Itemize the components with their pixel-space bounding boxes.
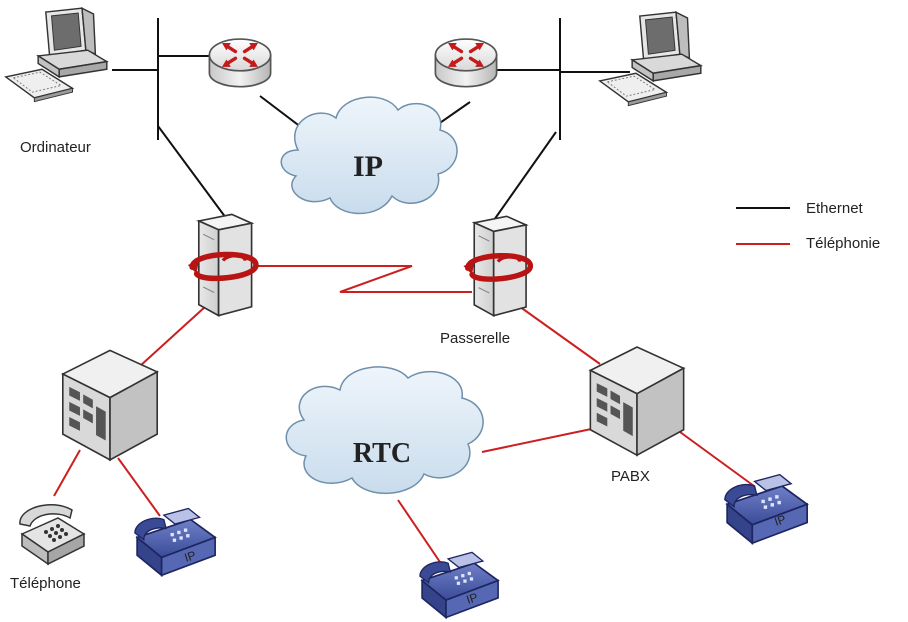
ethernet-link-gateway-left bbox=[157, 125, 227, 219]
telephony-trunk-gateways bbox=[254, 265, 472, 293]
router-icon bbox=[207, 37, 273, 89]
ip-phone: IP bbox=[134, 507, 216, 577]
telephony-link-gateway-right-pabx bbox=[515, 303, 601, 365]
ethernet-link-gateway-right bbox=[493, 131, 557, 221]
gateway-server-icon bbox=[188, 214, 256, 315]
analog-phone-icon bbox=[19, 503, 85, 565]
label-ordinateur: Ordinateur bbox=[20, 139, 91, 156]
telephony-link-pabx-left-ipphone bbox=[117, 457, 161, 517]
ip-phone-icon bbox=[419, 551, 499, 619]
ip-phone: IP bbox=[723, 473, 809, 545]
gateway-server-icon bbox=[463, 216, 530, 315]
computer-icon bbox=[4, 7, 108, 103]
telephony-links bbox=[53, 265, 755, 569]
cloud-icon bbox=[285, 366, 484, 495]
ethernet-links bbox=[112, 18, 630, 221]
legend-ethernet-label: Ethernet bbox=[806, 200, 864, 217]
ip-phone: IP bbox=[419, 551, 499, 619]
legend-telephonie-label: Téléphonie bbox=[806, 235, 880, 252]
cloud-icon bbox=[280, 96, 458, 215]
telephony-link-rtc-pabx bbox=[481, 427, 597, 453]
ip-phone-label: IP bbox=[773, 512, 788, 529]
ip-phone-icon bbox=[723, 473, 809, 545]
label-pabx: PABX bbox=[611, 468, 650, 485]
ip-cloud-label: IP bbox=[353, 150, 383, 183]
computer-icon bbox=[598, 11, 702, 107]
ip-phone-label: IP bbox=[465, 590, 480, 607]
telephony-link-gateway-left-pabx bbox=[139, 305, 207, 367]
rtc-cloud-label: RTC bbox=[353, 438, 411, 469]
ip-phone-icon bbox=[134, 507, 216, 577]
pabx-icon bbox=[589, 346, 685, 456]
label-passerelle: Passerelle bbox=[440, 330, 510, 347]
label-telephone: Téléphone bbox=[10, 575, 81, 592]
telephony-link-rtc-ipphone bbox=[397, 499, 445, 569]
legend: Ethernet Téléphonie bbox=[736, 200, 880, 252]
router-icon bbox=[433, 37, 499, 89]
telephony-link-pabx-right-ipphone bbox=[679, 431, 755, 487]
pabx-icon bbox=[61, 349, 159, 461]
telephony-link-pabx-left-analog bbox=[53, 449, 81, 497]
ip-phone-label: IP bbox=[183, 548, 198, 565]
